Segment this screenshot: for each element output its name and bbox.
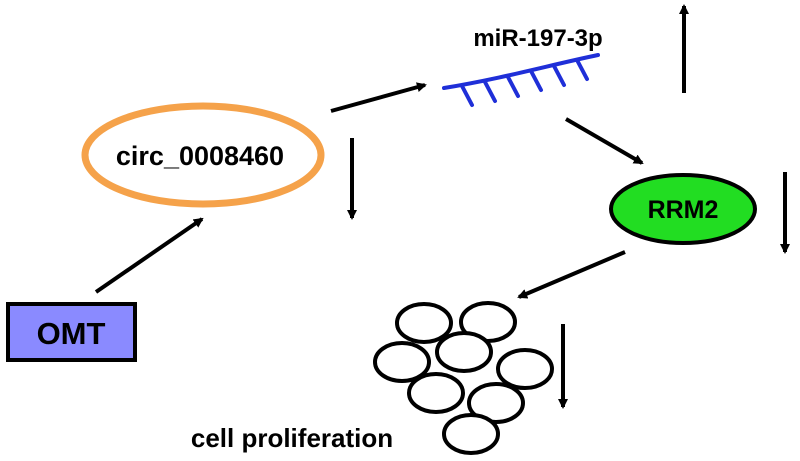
- cell: [435, 331, 493, 373]
- cell-cluster: [373, 301, 554, 455]
- rrm2-ellipse: [609, 173, 757, 245]
- omt-label: OMT: [37, 316, 106, 351]
- arrow-mirna-to-rrm2: [564, 117, 644, 165]
- cell: [407, 372, 465, 414]
- arrow-circ-to-mirna: [330, 82, 427, 113]
- circ-label: circ_0008460: [116, 141, 284, 171]
- omt-box: [6, 302, 137, 362]
- arrow-rrm2-to-cells: [517, 250, 626, 299]
- mirna-label: miR-197-3p: [473, 25, 602, 52]
- cell: [442, 413, 500, 455]
- cell: [467, 382, 525, 424]
- cell: [395, 302, 453, 344]
- rrm2-label: RRM2: [648, 196, 719, 224]
- cell: [496, 348, 554, 390]
- mirna-comb-icon: [442, 53, 600, 107]
- circ-rna-ring: [81, 102, 325, 208]
- arrow-omt-to-circ: [94, 217, 204, 294]
- cells-label: cell proliferation: [191, 423, 393, 453]
- cell: [373, 341, 431, 383]
